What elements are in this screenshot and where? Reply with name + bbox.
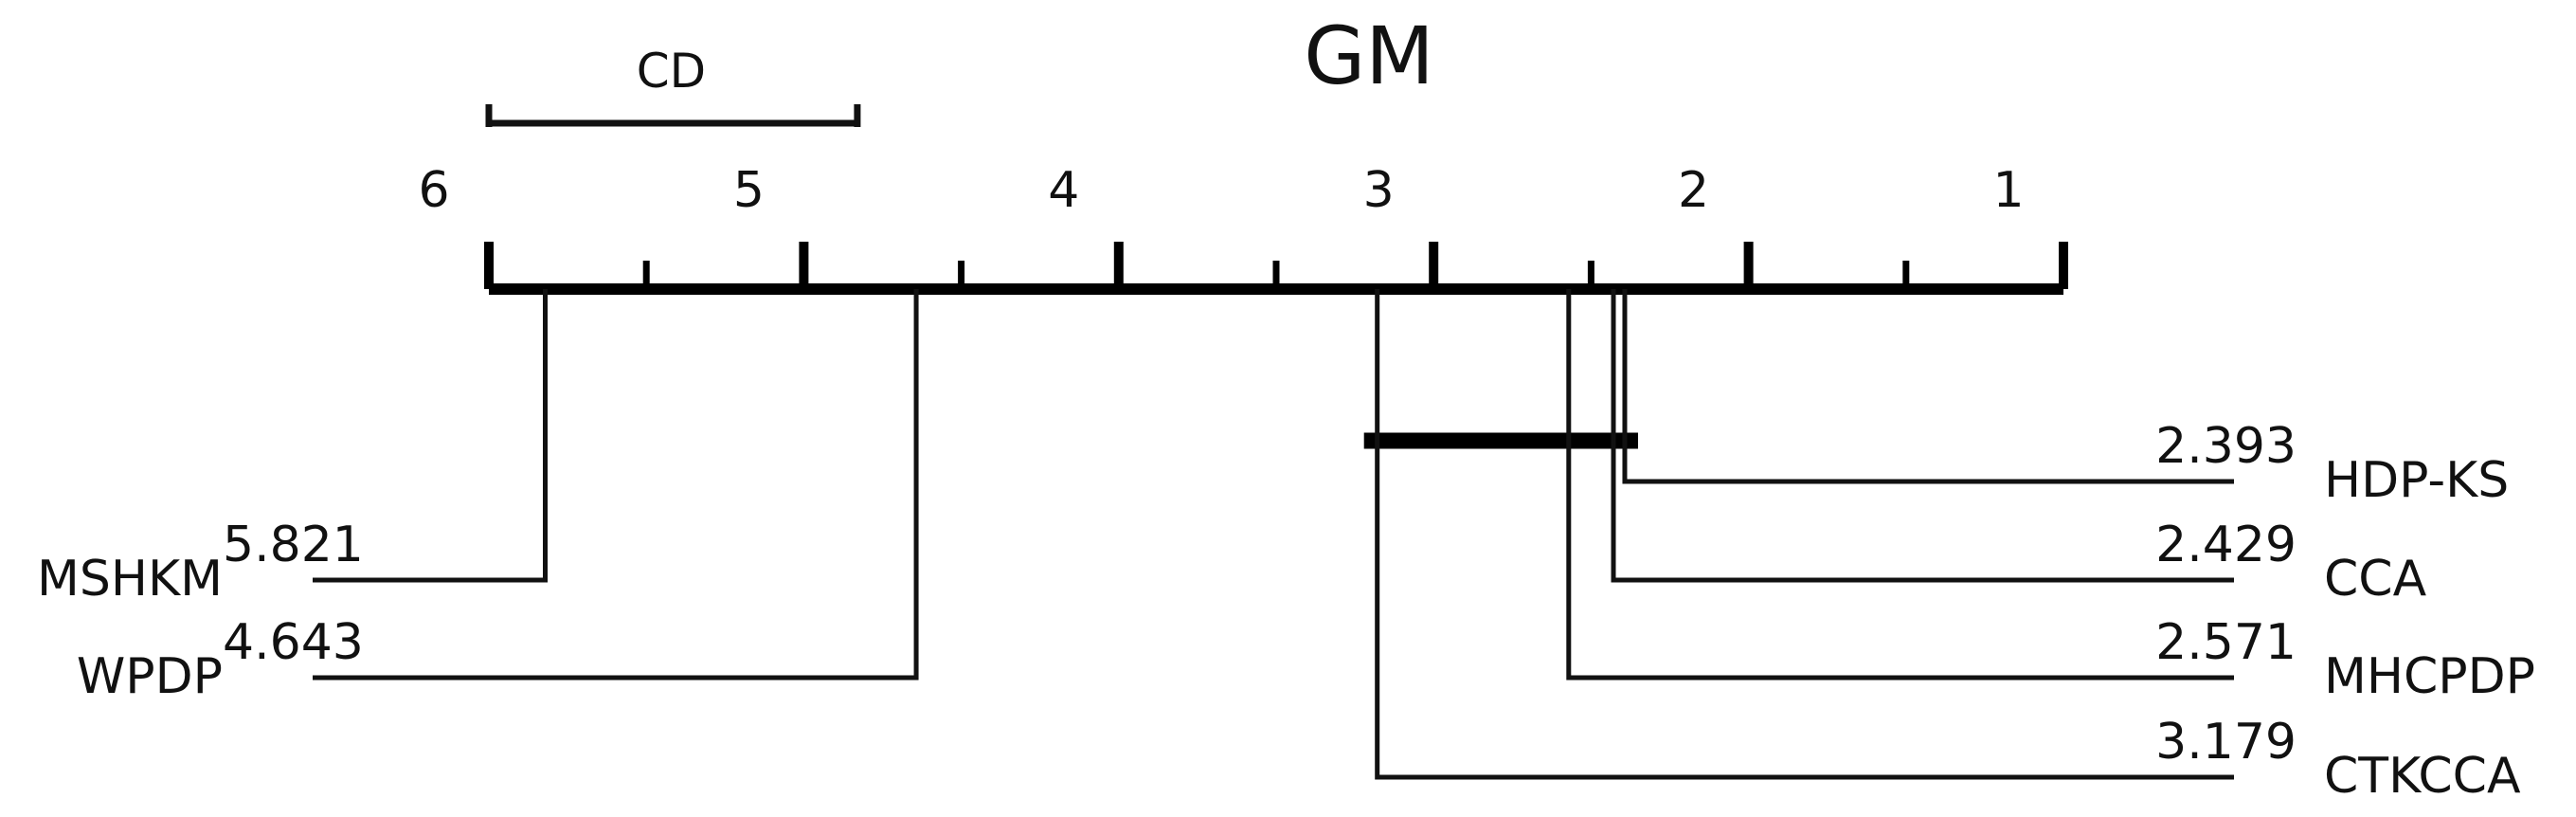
method-name: MSHKM (37, 551, 223, 608)
method-rank-value: 2.429 (2155, 517, 2297, 573)
method-rank-value: 2.393 (2155, 418, 2297, 475)
critical-difference-scale: CD (485, 44, 861, 127)
rank-axis: 6 5 4 3 2 1 (418, 162, 2068, 295)
chart-title: GM (1304, 9, 1434, 102)
method-rank-value: 2.571 (2155, 614, 2297, 671)
method-connector (313, 289, 548, 583)
cd-label: CD (637, 44, 706, 99)
method-rank-value: 4.643 (223, 614, 364, 671)
method-connector (1622, 289, 2234, 484)
method-name: CTKCCA (2324, 748, 2521, 805)
method-name: CCA (2324, 551, 2427, 608)
method-name: WPDP (77, 648, 223, 705)
method-name: HDP-KS (2324, 452, 2509, 509)
tick-label: 4 (1048, 162, 1079, 219)
method-rank-value: 5.821 (223, 517, 364, 573)
tick-label: 3 (1363, 162, 1395, 219)
method-rank-value: 3.179 (2155, 714, 2297, 771)
method-connector (1375, 289, 2234, 780)
method-connector (313, 289, 919, 681)
method-connector (1611, 289, 2234, 583)
tick-label: 1 (1992, 162, 2024, 219)
method-connector (1566, 289, 2234, 681)
tick-label: 5 (733, 162, 765, 219)
method-name: MHCPDP (2324, 648, 2535, 705)
tick-label: 2 (1678, 162, 1709, 219)
tick-label: 6 (418, 162, 449, 219)
method-list: 5.821MSHKM4.643WPDP2.393HDP-KS2.429CCA2.… (37, 289, 2535, 805)
